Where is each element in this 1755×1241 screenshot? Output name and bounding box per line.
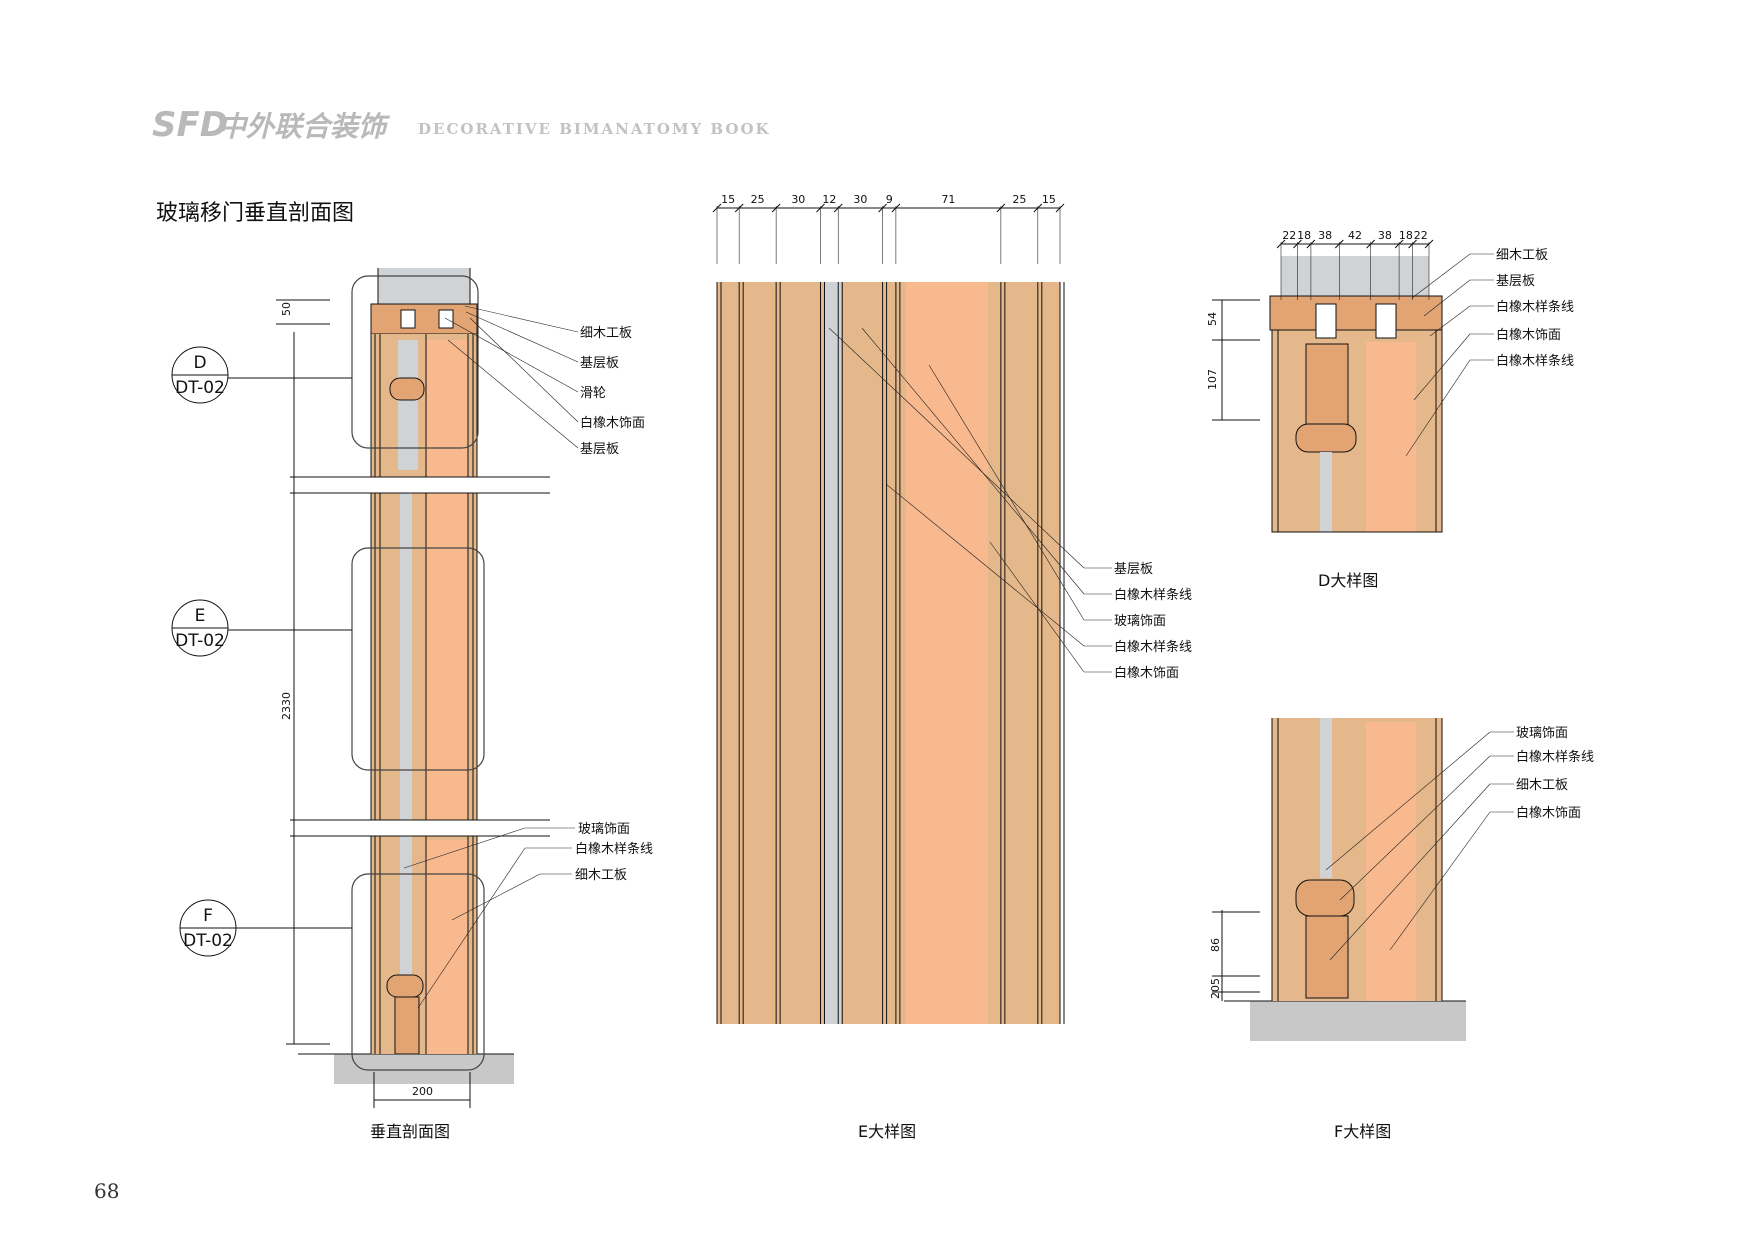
detail-f-vdim-2: 5: [1209, 978, 1222, 985]
section-label-7: 白橡木样条线: [575, 841, 653, 857]
brand-subtitle: DECORATIVE BIMANATOMY BOOK: [418, 120, 771, 138]
callout-f-id: F: [203, 906, 213, 926]
detail-e-face: [906, 282, 988, 1024]
section-label-2: 基层板: [580, 356, 619, 371]
door-body-bottom: [371, 836, 477, 1055]
detail-d-leaders: [1405, 253, 1494, 457]
detail-e-dim-value: 30: [791, 193, 805, 206]
header: SFD 中外联合装饰 DECORATIVE BIMANATOMY BOOK: [152, 105, 771, 145]
detail-f-leaders: [1325, 731, 1514, 961]
detail-e-dim-value: 25: [1012, 193, 1026, 206]
detail-frame-d: [351, 275, 479, 449]
detail-d-dim-value: 22: [1282, 229, 1296, 242]
callout-d-id: D: [193, 353, 206, 373]
detail-f-label-1: 玻璃饰面: [1516, 726, 1568, 741]
track-header: [370, 303, 478, 335]
detail-d-dim-value: 18: [1399, 229, 1413, 242]
glass-top: [378, 268, 470, 304]
detail-e-dim-value: 9: [886, 193, 893, 206]
detail-e-dim-value: 15: [1042, 193, 1056, 206]
callout-d-sheet: DT-02: [175, 378, 225, 398]
vertical-section-drawing: 50 2330 200 D DT-02 E DT-02 F DT-02: [171, 268, 653, 1108]
detail-d-vdim-1: 54: [1206, 312, 1219, 326]
detail-f-vdim-1: 86: [1209, 938, 1222, 952]
page-title: 玻璃移门垂直剖面图: [156, 201, 354, 226]
section-dim-height: 2330: [280, 692, 293, 720]
section-caption: 垂直剖面图: [370, 1122, 450, 1141]
detail-e-label-1: 基层板: [1114, 562, 1153, 577]
detail-d-dim-value: 38: [1318, 229, 1332, 242]
detail-f-caption: F大样图: [1334, 1122, 1391, 1141]
detail-d-label-2: 基层板: [1496, 274, 1535, 289]
callout-f-sheet: DT-02: [183, 931, 233, 951]
detail-e-glass: [824, 282, 841, 1024]
detail-e-label-3: 玻璃饰面: [1114, 614, 1166, 629]
section-top-leaders: [444, 305, 579, 449]
callout-e: E DT-02: [171, 599, 352, 657]
detail-d-vdim-2: 107: [1206, 369, 1219, 390]
detail-e-label-4: 白橡木样条线: [1114, 639, 1192, 655]
detail-e-dim-value: 12: [822, 193, 836, 206]
detail-frame-f: [351, 873, 485, 1071]
detail-e-label-5: 白橡木饰面: [1114, 665, 1179, 681]
brand-logo-text: 中外联合装饰: [218, 110, 391, 143]
detail-f-label-2: 白橡木样条线: [1516, 749, 1594, 765]
pulley-left: [400, 309, 416, 329]
detail-f-label-4: 白橡木饰面: [1516, 805, 1581, 821]
detail-d-dim-value: 18: [1297, 229, 1311, 242]
detail-d-dim-value: 42: [1348, 229, 1362, 242]
detail-e-drawing: 15 25 30 12 30 9 71 25 15 基层板 白橡木样条线 玻璃饰面 白橡木样条线…: [712, 193, 1192, 1024]
detail-e-caption: E大样图: [858, 1122, 916, 1141]
detail-e-leaders: [828, 327, 1112, 673]
section-label-1: 细木工板: [580, 326, 632, 341]
callout-e-id: E: [195, 606, 206, 626]
callout-f: F DT-02: [179, 899, 352, 957]
detail-e-dim-value: 71: [941, 193, 955, 206]
pulley-right: [438, 309, 454, 329]
door-body-middle: [371, 493, 477, 820]
detail-e-dim-value: 30: [853, 193, 867, 206]
section-dim-width: 200: [412, 1085, 433, 1098]
section-label-4: 白橡木饰面: [580, 415, 645, 431]
brand-logo-mark: SFD: [152, 105, 228, 145]
section-label-6: 玻璃饰面: [578, 822, 630, 837]
detail-d-label-3: 白橡木样条线: [1496, 299, 1574, 315]
detail-d-label-1: 细木工板: [1496, 248, 1548, 263]
section-dimension-lines: [276, 299, 471, 1108]
detail-frame-e: [351, 547, 485, 771]
section-bottom-leaders: [403, 827, 575, 1009]
detail-f-dimension-lines: [1212, 910, 1260, 1001]
detail-f-label-3: 细木工板: [1516, 778, 1568, 793]
detail-e-label-2: 白橡木样条线: [1114, 587, 1192, 603]
detail-f-vdim-3: 20: [1209, 985, 1222, 999]
callout-d: D DT-02: [171, 346, 352, 404]
detail-d-dimension-lines: [1212, 243, 1429, 421]
section-label-3: 滑轮: [580, 386, 606, 401]
detail-d-dim-value: 22: [1414, 229, 1428, 242]
detail-d-caption: D大样图: [1318, 571, 1378, 590]
detail-e-dim-value: 15: [721, 193, 735, 206]
detail-d-dim-value: 38: [1378, 229, 1392, 242]
callout-e-sheet: DT-02: [175, 631, 225, 651]
page-number: 68: [94, 1179, 119, 1203]
section-label-8: 细木工板: [575, 868, 627, 883]
section-label-5: 基层板: [580, 442, 619, 457]
detail-f-drawing: 86 5 20 玻璃饰面 白橡木样条线 细木工板 白橡木饰面: [1209, 718, 1594, 1041]
detail-d-label-5: 白橡木样条线: [1496, 353, 1574, 369]
section-dim-top: 50: [280, 302, 293, 316]
detail-d-label-4: 白橡木饰面: [1496, 327, 1561, 343]
door-body-top: [371, 334, 477, 477]
detail-e-dim-value: 25: [751, 193, 765, 206]
